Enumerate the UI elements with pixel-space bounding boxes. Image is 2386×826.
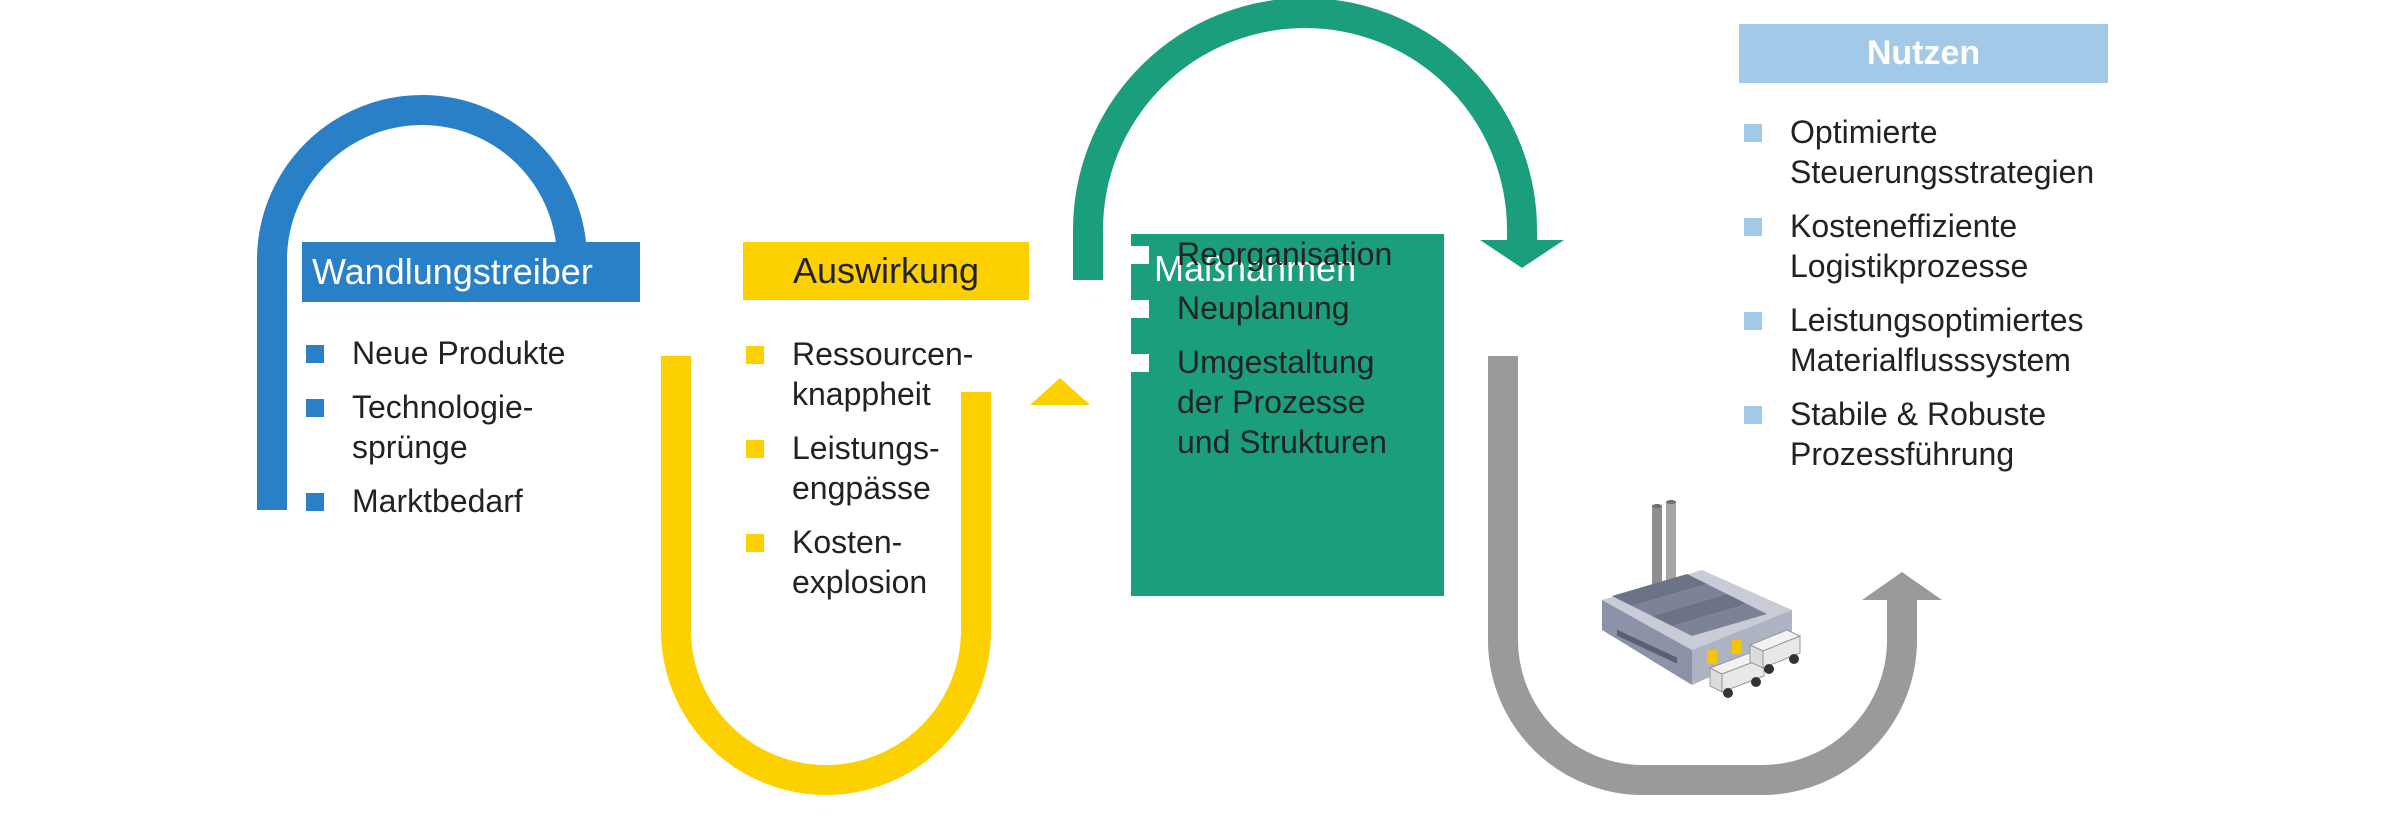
list-item: Ressourcen-knappheit bbox=[746, 334, 973, 414]
gray-arrowhead bbox=[1862, 572, 1942, 600]
bullet-square-icon bbox=[1744, 124, 1762, 142]
yellow-arrowhead bbox=[1030, 378, 1090, 405]
bullet-square-icon bbox=[1744, 312, 1762, 330]
bullet-square-icon bbox=[1744, 218, 1762, 236]
bullet-square-icon bbox=[746, 440, 764, 458]
gray-flow-arc-body bbox=[1488, 356, 1917, 795]
list-item: Neue Produkte bbox=[306, 333, 565, 373]
bullet-square-icon bbox=[306, 399, 324, 417]
bullet-square-icon bbox=[1131, 246, 1149, 264]
blue-flow-arc bbox=[257, 95, 587, 510]
wandlungstreiber-list: Neue Produkte Technologie-sprünge Marktb… bbox=[306, 333, 565, 535]
massnahmen-panel: Maßnahmen Reorganisation Neuplanung Umge… bbox=[1131, 234, 1444, 596]
factory-with-trucks-icon bbox=[1602, 500, 1802, 698]
yellow-flow-arc bbox=[661, 356, 991, 795]
list-item: Kosten-explosion bbox=[746, 522, 973, 602]
list-item: Leistungs-engpässe bbox=[746, 428, 973, 508]
green-arrowhead bbox=[1480, 240, 1564, 268]
auswirkung-list: Ressourcen-knappheit Leistungs-engpässe … bbox=[746, 334, 973, 616]
bullet-square-icon bbox=[1744, 406, 1762, 424]
green-flow-arc bbox=[1073, 0, 1537, 280]
list-item: Marktbedarf bbox=[306, 481, 565, 521]
list-item: Reorganisation bbox=[1131, 234, 1392, 274]
wandlungstreiber-title: Wandlungstreiber bbox=[302, 242, 640, 302]
bullet-square-icon bbox=[1131, 354, 1149, 372]
auswirkung-title: Auswirkung bbox=[743, 242, 1029, 300]
list-item: Neuplanung bbox=[1131, 288, 1392, 328]
bullet-square-icon bbox=[306, 493, 324, 511]
bullet-square-icon bbox=[1131, 300, 1149, 318]
bullet-square-icon bbox=[746, 346, 764, 364]
list-item: Technologie-sprünge bbox=[306, 387, 565, 467]
nutzen-title: Nutzen bbox=[1739, 24, 2108, 83]
massnahmen-title: Maßnahmen bbox=[1154, 248, 1357, 289]
bullet-square-icon bbox=[306, 345, 324, 363]
bullet-square-icon bbox=[746, 534, 764, 552]
